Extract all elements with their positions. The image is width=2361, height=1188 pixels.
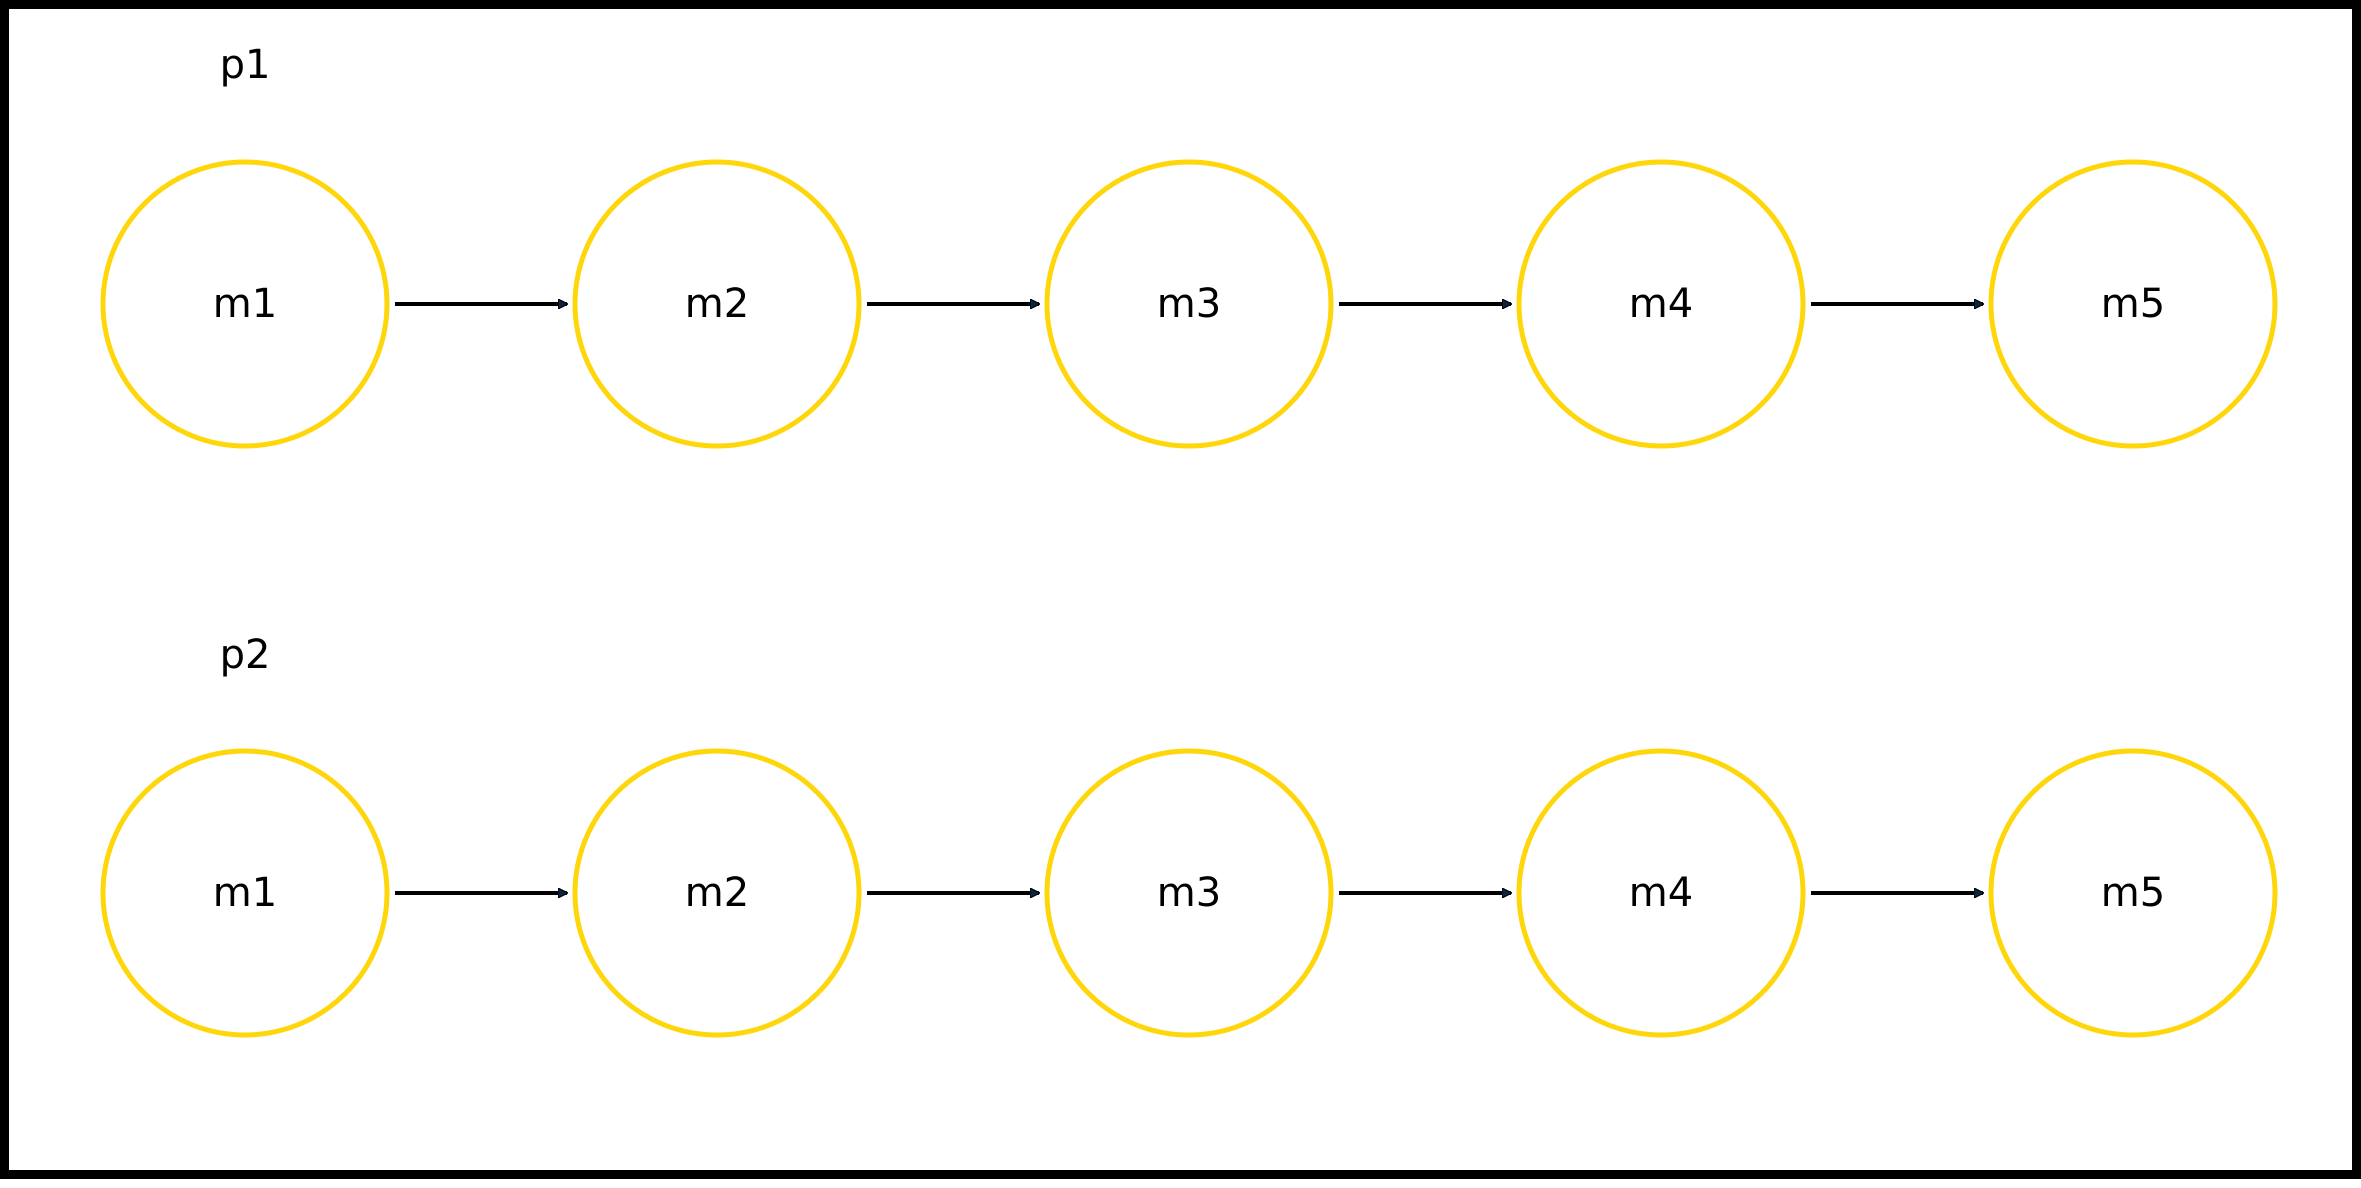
- node-circle: [1044, 159, 1334, 449]
- node-label: m3: [1157, 870, 1221, 916]
- pipeline-p1: p1 m1 m2 m3 m4 m5: [100, 42, 2278, 449]
- node-circle: [572, 159, 862, 449]
- node-m3[interactable]: m3: [1044, 748, 1334, 1038]
- pipeline-p2: p2 m1 m2 m3 m4 m5: [100, 632, 2278, 1038]
- node-m4[interactable]: m4: [1516, 159, 1806, 449]
- node-circle: [1516, 159, 1806, 449]
- node-circle: [100, 748, 390, 1038]
- node-m4[interactable]: m4: [1516, 748, 1806, 1038]
- node-circle: [100, 159, 390, 449]
- node-label: m2: [685, 281, 749, 327]
- node-label: m1: [213, 281, 277, 327]
- node-label: m4: [1629, 870, 1693, 916]
- node-m2[interactable]: m2: [572, 159, 862, 449]
- node-m2[interactable]: m2: [572, 748, 862, 1038]
- node-m5[interactable]: m5: [1988, 159, 2278, 449]
- node-circle: [572, 748, 862, 1038]
- pipeline-diagram: p1 m1 m2 m3 m4 m5 p2 m1 m2 m3 m4 m5: [100, 42, 2278, 1038]
- pipeline-label: p2: [220, 632, 271, 678]
- node-label: m1: [213, 870, 277, 916]
- node-label: m5: [2101, 870, 2165, 916]
- node-m1[interactable]: m1: [100, 159, 390, 449]
- node-circle: [1988, 159, 2278, 449]
- pipeline-label: p1: [220, 42, 271, 88]
- node-m5[interactable]: m5: [1988, 748, 2278, 1038]
- node-label: m5: [2101, 281, 2165, 327]
- node-label: m3: [1157, 281, 1221, 327]
- node-circle: [1988, 748, 2278, 1038]
- node-label: m4: [1629, 281, 1693, 327]
- node-label: m2: [685, 870, 749, 916]
- node-circle: [1044, 748, 1334, 1038]
- node-m1[interactable]: m1: [100, 748, 390, 1038]
- node-circle: [1516, 748, 1806, 1038]
- node-m3[interactable]: m3: [1044, 159, 1334, 449]
